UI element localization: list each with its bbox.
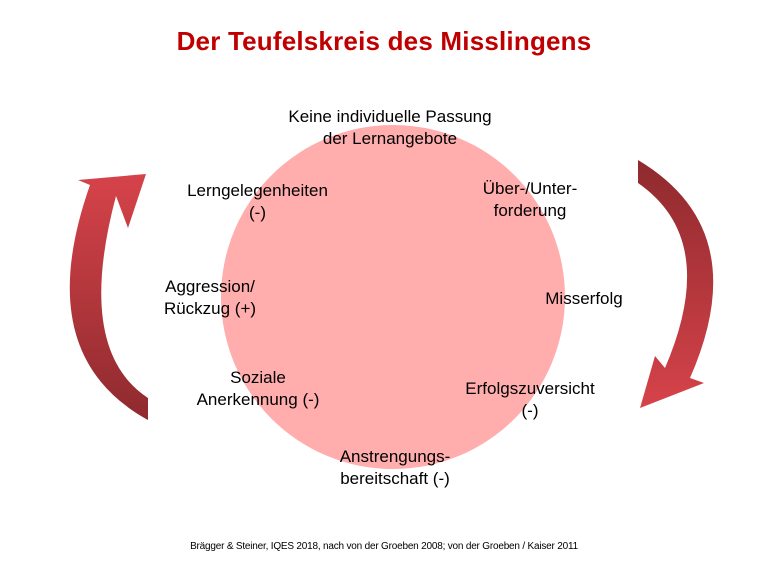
cycle-circle: [221, 125, 565, 469]
left-curved-arrow-icon: [69, 174, 148, 420]
node-lerngelegenheiten: Lerngelegenheiten (-): [187, 181, 328, 222]
node-soziale-anerkennung: Soziale Anerkennung (-): [196, 368, 320, 409]
slide-title: Der Teufelskreis des Misslingens: [176, 26, 592, 56]
source-citation: Brägger & Steiner, IQES 2018, nach von d…: [190, 541, 578, 552]
node-keine-passung: Keine individuelle Passung der Lernangeb…: [288, 107, 492, 148]
right-curved-arrow-icon: [638, 160, 714, 408]
node-anstrengungsbereitschaft: Anstrengungs- bereitschaft (-): [339, 447, 451, 488]
node-aggression-rueckzug: Aggression/ Rückzug (+): [163, 277, 257, 318]
node-misserfolg: Misserfolg: [545, 289, 623, 308]
node-erfolgszuversicht: Erfolgszuversicht (-): [465, 379, 595, 420]
node-ueber-unterforderung: Über-/Unter- forderung: [482, 179, 578, 220]
